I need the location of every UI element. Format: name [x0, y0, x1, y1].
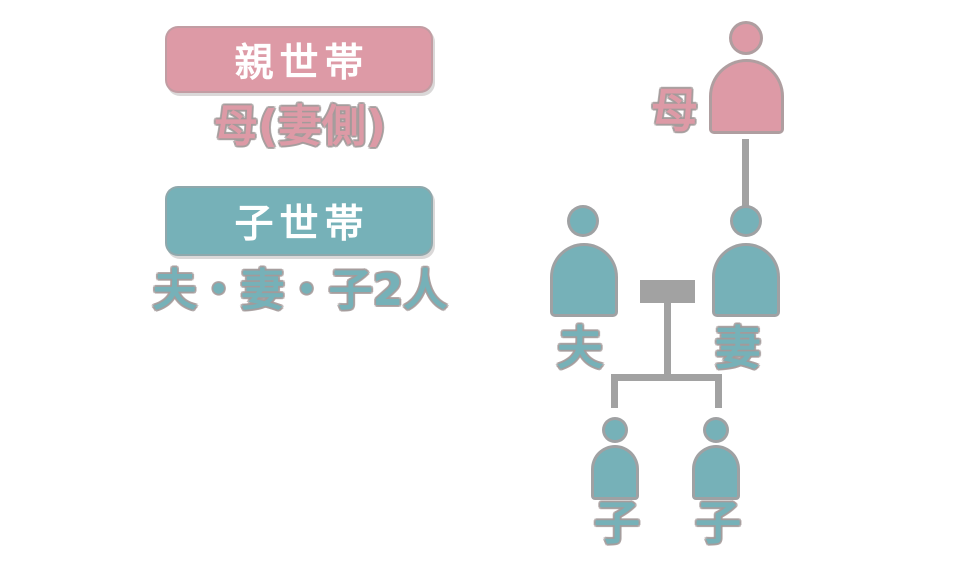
child-household-badge-label: 子世帯	[234, 202, 370, 247]
child-right-label: 子	[695, 496, 741, 550]
child-right-head-icon	[703, 417, 729, 443]
wife-body-icon	[712, 243, 780, 317]
child-right-body-icon	[692, 445, 740, 500]
husband-head-icon	[567, 205, 599, 237]
sibling-connector-drop-right	[715, 378, 722, 408]
mother-head-icon	[729, 21, 763, 55]
sibling-connector-bar	[611, 374, 722, 381]
connector-couple-to-children	[664, 301, 671, 378]
parent-household-members: 母(妻側)	[213, 101, 387, 152]
husband-label: 夫	[557, 321, 603, 375]
connector-mother-to-wife	[742, 139, 749, 209]
child-left-body-icon	[591, 445, 639, 500]
husband-body-icon	[550, 243, 618, 317]
sibling-connector-drop-left	[611, 378, 618, 408]
mother-body-icon	[709, 59, 784, 134]
child-left-label: 子	[594, 496, 640, 550]
wife-head-icon	[730, 205, 762, 237]
wife-label: 妻	[715, 321, 761, 375]
parent-household-badge: 親世帯	[165, 26, 433, 93]
child-household-badge: 子世帯	[165, 186, 433, 256]
child-household-members: 夫・妻・子2人	[152, 265, 448, 316]
marriage-connector	[640, 280, 695, 303]
mother-label: 母	[651, 84, 698, 139]
parent-household-badge-label: 親世帯	[234, 40, 370, 86]
child-left-head-icon	[602, 417, 628, 443]
